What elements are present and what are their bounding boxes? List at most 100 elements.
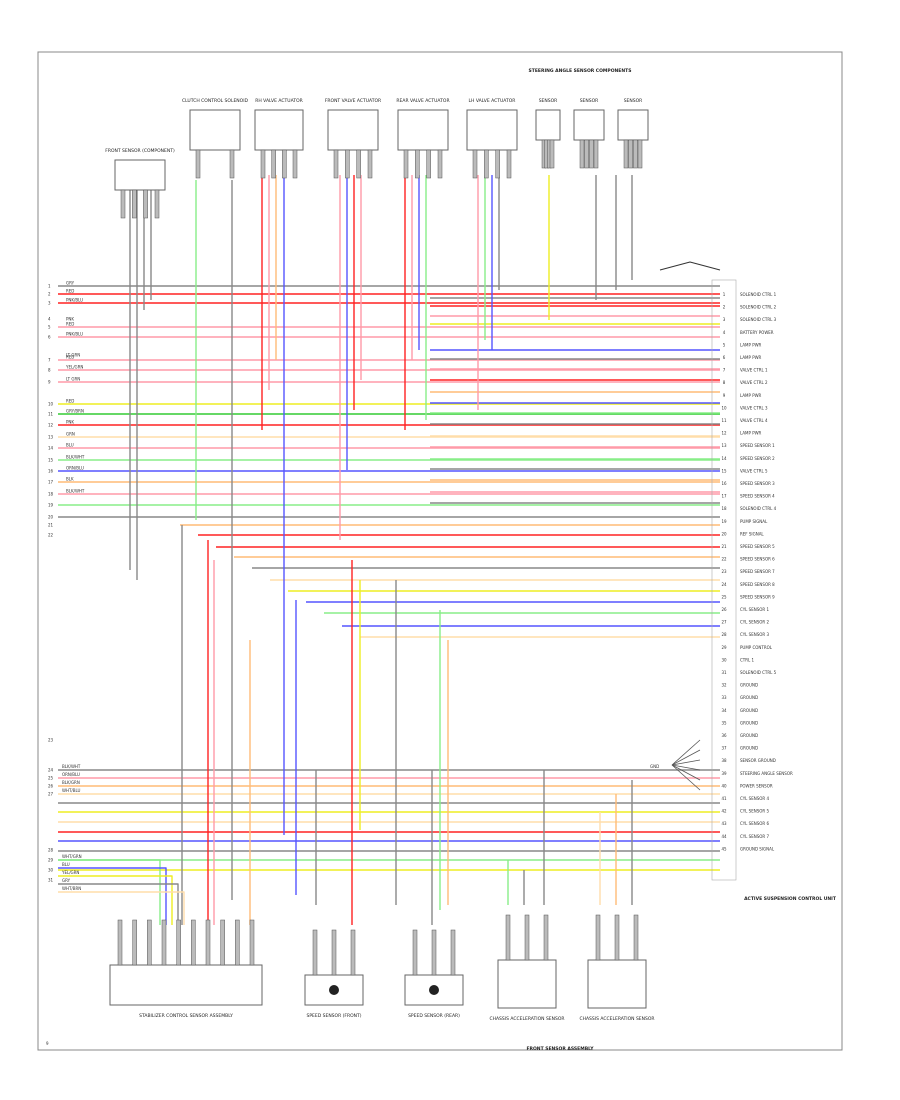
connector-pin-number: 15: [721, 468, 727, 473]
connector-pin-number: 14: [721, 456, 727, 461]
connector-pin-number: 16: [721, 481, 727, 486]
component-body: [466, 109, 518, 151]
left-pin-number: 4: [48, 317, 51, 322]
top-component-5: REAR VALVE ACTUATOR: [396, 98, 450, 179]
pin-terminal: [282, 149, 287, 179]
top-component-2: CLUTCH CONTROL SOLENOID: [182, 98, 249, 179]
pin-function-label: GROUND: [740, 695, 758, 700]
footer-code: 9: [46, 1041, 49, 1046]
wire-color-label: ORN/BLU: [62, 772, 80, 777]
connector-pin-number: 13: [721, 443, 727, 448]
pin-terminal: [623, 139, 629, 169]
wire-color-label: BLK: [66, 477, 74, 482]
pin-function-label: BATTERY POWER: [740, 330, 774, 335]
component-body: [114, 159, 166, 191]
pin-function-label: SPEED SENSOR 7: [740, 569, 775, 574]
pin-terminal: [345, 149, 350, 179]
pin-terminal: [249, 919, 255, 966]
pin-function-label: SPEED SENSOR 3: [740, 481, 775, 486]
left-pin-number: 13: [48, 435, 54, 440]
pin-terminal: [205, 919, 211, 966]
component-label: RH VALVE ACTUATOR: [255, 98, 303, 104]
ground-fan: [671, 764, 701, 791]
component-label: FRONT SENSOR (COMPONENT): [105, 148, 175, 154]
connector-pin-number: 27: [721, 620, 727, 625]
left-pin-number: 10: [48, 402, 54, 407]
connector-pin-number: 33: [721, 695, 727, 700]
wire-color-label: LT GRN: [66, 377, 80, 382]
component-body: [535, 109, 561, 141]
pin-terminal: [472, 149, 478, 179]
wire-color-label: BLK/WHT: [66, 489, 85, 494]
component-body: [189, 109, 241, 151]
pin-function-label: LAMP PWR: [740, 431, 762, 436]
wire-color-label: RED: [66, 289, 74, 294]
pin-terminal: [132, 189, 137, 219]
connector-pin-number: 45: [721, 846, 727, 851]
pin-function-label: LAMP PWR: [740, 342, 762, 347]
left-pin-number: 26: [48, 784, 54, 789]
connector-pin-number: 31: [721, 670, 727, 675]
pin-terminal: [524, 914, 530, 961]
wire-color-label: WHT/BLU: [62, 788, 81, 793]
pin-terminal: [595, 914, 601, 961]
component-body: [109, 964, 263, 1006]
pin-terminal: [543, 914, 549, 961]
connector-pin-number: 18: [721, 506, 727, 511]
connector-pin-number: 2: [723, 305, 726, 310]
component-body: [587, 959, 647, 1009]
component-label: REAR VALVE ACTUATOR: [396, 98, 449, 104]
left-pin-number: 5: [48, 325, 51, 330]
pin-function-label: SPEED SENSOR 6: [740, 557, 775, 562]
wire-color-label: BLK/GRN: [62, 780, 80, 785]
connector-pin-number: 25: [721, 594, 727, 599]
pin-terminal: [415, 149, 420, 179]
wire-color-label: BLK/WHT: [66, 455, 85, 460]
left-pin-number: 15: [48, 458, 54, 463]
bottom-group-label: FRONT SENSOR ASSEMBLY: [526, 1046, 594, 1052]
connector-pin-number: 5: [723, 342, 726, 347]
pin-terminal: [412, 929, 418, 976]
pin-terminal: [549, 139, 555, 169]
connector-pin-number: 12: [721, 431, 727, 436]
pin-terminal: [356, 149, 361, 179]
top-component-4: FRONT VALVE ACTUATOR: [325, 98, 381, 179]
pin-terminal: [426, 149, 431, 179]
connector-pin-number: 35: [721, 720, 727, 725]
pin-function-label: CTRL 1: [740, 657, 755, 662]
wire-color-label: LT GRN: [66, 353, 80, 358]
left-pin-number: 12: [48, 423, 54, 428]
pin-function-label: SPEED SENSOR 5: [740, 544, 775, 549]
left-pin-number: 9: [48, 380, 51, 385]
wire-color-label: GRY: [66, 281, 75, 286]
label-layer: STEERING ANGLE SENSOR COMPONENTS12345678…: [46, 68, 837, 1052]
pin-function-label: CYL SENSOR 1: [740, 607, 769, 612]
left-pin-number: 23: [48, 738, 54, 743]
pin-terminal: [484, 149, 489, 179]
pin-function-label: VALVE CTRL 2: [740, 380, 768, 385]
left-pin-number: 29: [48, 858, 54, 863]
left-pin-number: 17: [48, 480, 54, 485]
connector-pin-number: 19: [721, 519, 727, 524]
left-pin-number: 31: [48, 878, 54, 883]
pin-function-label: CYL SENSOR 7: [740, 834, 769, 839]
pin-terminal: [331, 929, 337, 976]
top-component-9: SENSOR: [617, 98, 649, 169]
bottom-component-5: CHASSIS ACCELERATION SENSOR: [579, 914, 655, 1022]
connector-pin-number: 37: [721, 746, 727, 751]
pin-terminal: [350, 929, 356, 976]
pin-terminal: [637, 139, 643, 169]
wire-color-label: BLK/WHT: [62, 764, 81, 769]
top-component-8: SENSOR: [573, 98, 605, 169]
diagram-frame: [37, 51, 843, 1051]
component-body: [617, 109, 649, 141]
left-pin-number: 1: [48, 284, 51, 289]
left-pin-number: 27: [48, 792, 54, 797]
left-pin-number: 7: [48, 358, 51, 363]
pin-terminal: [579, 139, 585, 169]
pin-terminal: [589, 139, 594, 169]
pin-function-label: PUMP CONTROL: [740, 645, 773, 650]
pin-terminal: [628, 139, 633, 169]
pin-function-label: SPEED SENSOR 4: [740, 494, 775, 499]
component-body: [397, 109, 449, 151]
